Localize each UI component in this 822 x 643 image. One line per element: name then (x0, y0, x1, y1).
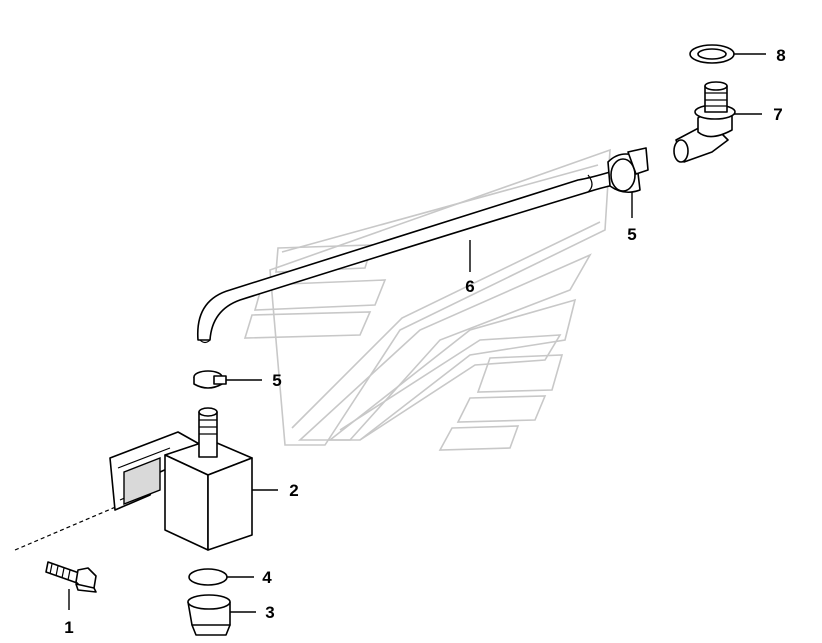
o-ring-part (188, 568, 228, 586)
callout-6: 6 (465, 277, 474, 296)
callout-4: 4 (262, 568, 272, 587)
bolt-part (14, 487, 161, 593)
callout-1: 1 (64, 618, 73, 637)
callout-8: 8 (776, 46, 785, 65)
callout-5-lower: 5 (272, 371, 281, 390)
drain-plug-part (187, 594, 231, 636)
leader-lines (68, 53, 766, 613)
reservoir-part (109, 407, 253, 551)
callout-7: 7 (773, 105, 782, 124)
upper-hose-clamp-part (607, 147, 649, 194)
hose-part (197, 171, 619, 344)
washer-part (689, 44, 735, 64)
lower-hose-clamp-part (193, 370, 227, 389)
background-panel-outline (243, 148, 611, 451)
callout-5-upper: 5 (627, 225, 636, 244)
elbow-fitting-part (673, 81, 736, 163)
callout-3: 3 (265, 603, 274, 622)
callout-2: 2 (289, 481, 298, 500)
